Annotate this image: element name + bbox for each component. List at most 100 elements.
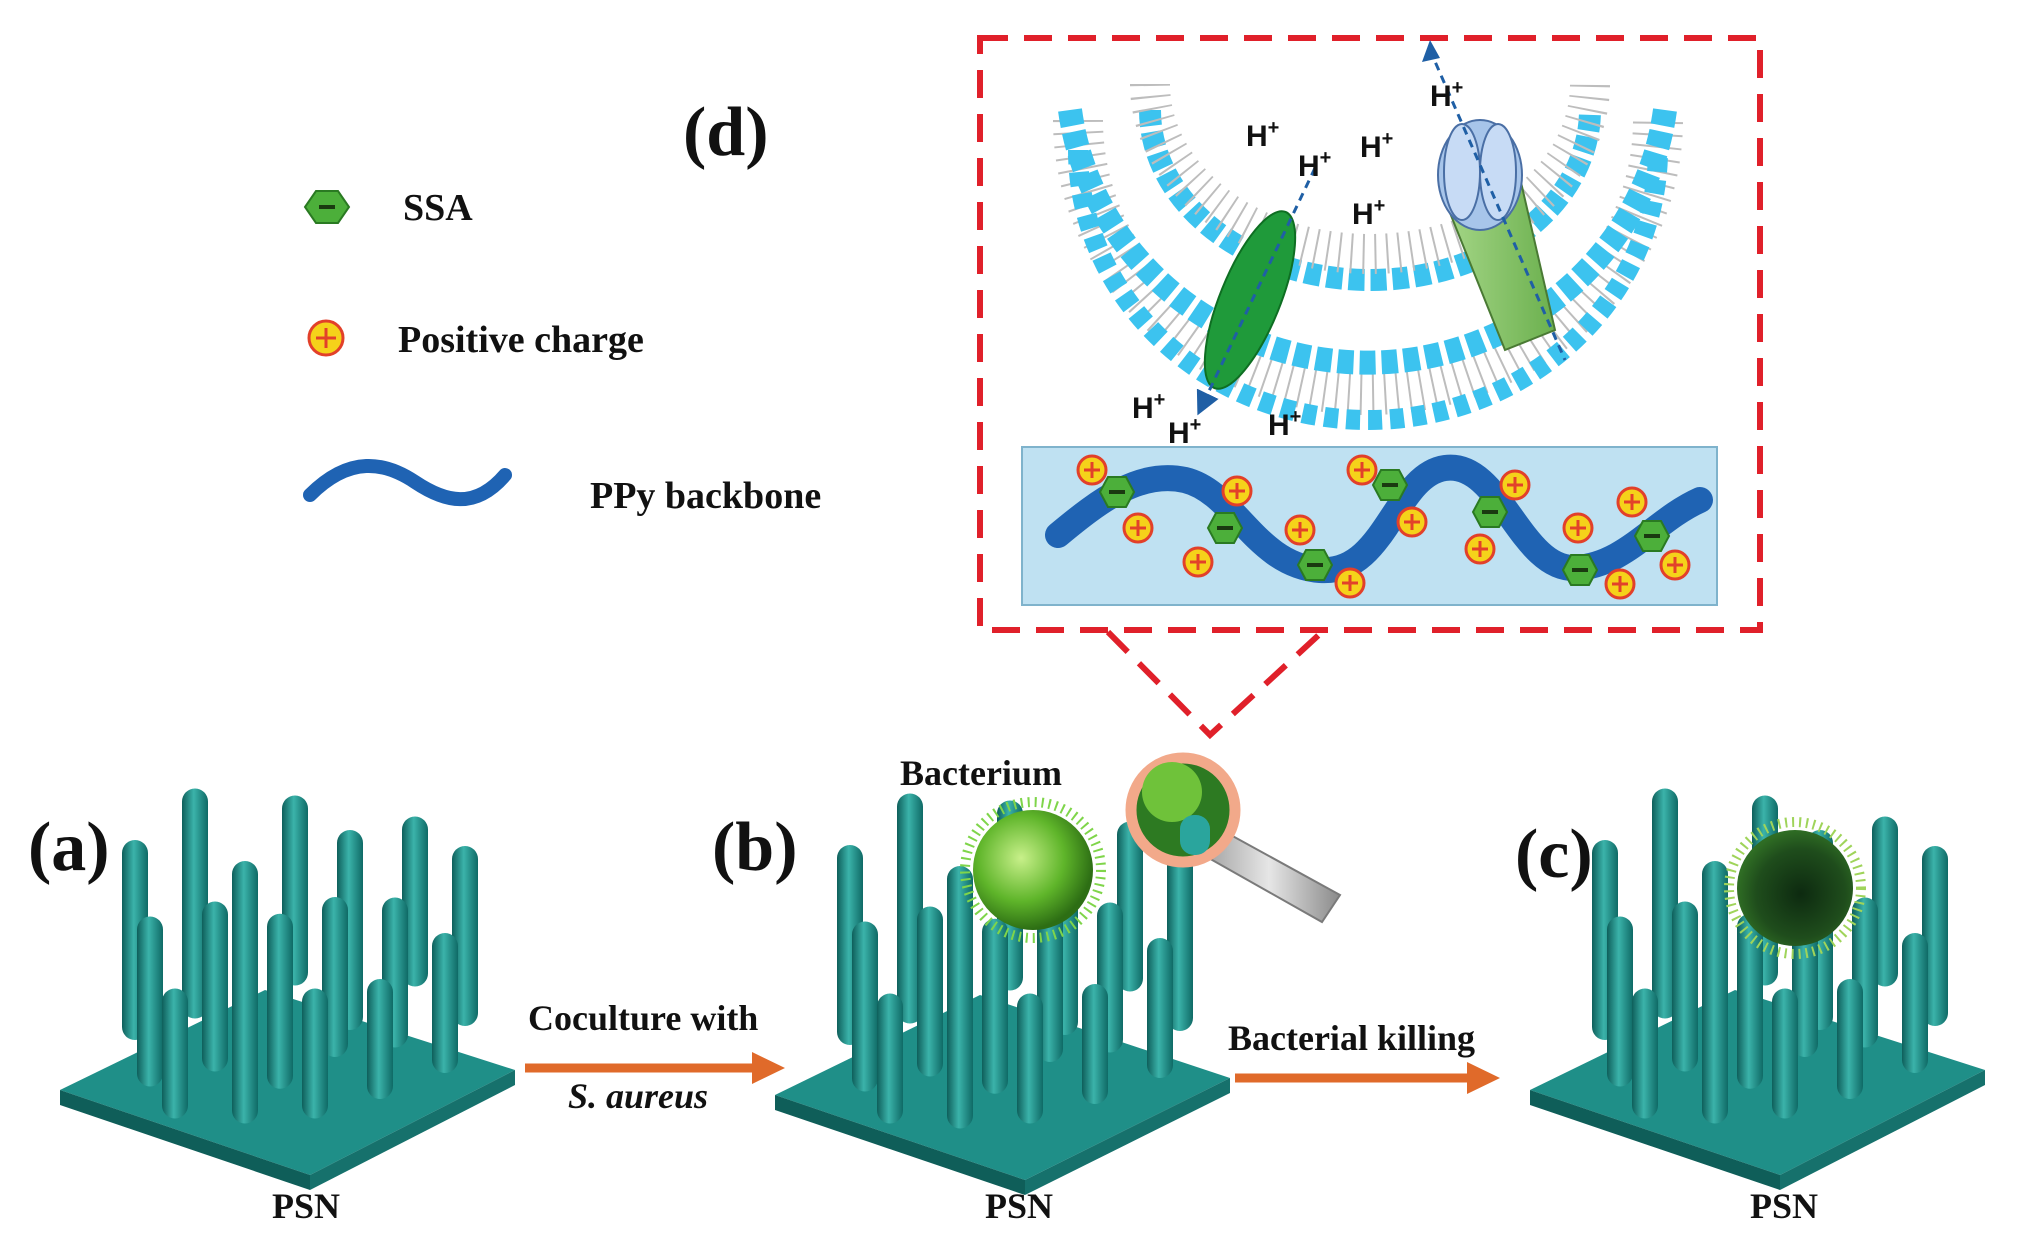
bacterial-killing-label: Bacterial killing xyxy=(1228,1018,1475,1058)
nanopillar xyxy=(1082,984,1108,1104)
nanopillar xyxy=(182,788,208,1019)
psn-substrate-c xyxy=(1530,788,1985,1190)
killing-arrow xyxy=(1235,1062,1500,1094)
ssa-icon xyxy=(1296,549,1334,581)
nanopillar xyxy=(1167,851,1193,1031)
s-aureus-label: S. aureus xyxy=(568,1076,708,1116)
nanopillar xyxy=(1652,788,1678,1019)
legend-ppy-backbone-label: PPy backbone xyxy=(590,475,821,517)
nanopillar xyxy=(1147,938,1173,1078)
nanopillar xyxy=(322,897,348,1057)
ssa-icon xyxy=(1561,554,1599,586)
psn-label-b: PSN xyxy=(985,1186,1053,1226)
ssa-icon xyxy=(1371,469,1409,501)
bacterium-icon xyxy=(960,797,1106,943)
nanopillars-c xyxy=(1592,788,1948,1124)
positive-charge-icon xyxy=(1284,514,1316,546)
panel-label-c: (c) xyxy=(1515,816,1593,893)
ppy-panel xyxy=(1021,446,1718,606)
psn-substrate-b xyxy=(775,793,1230,1195)
positive-charge-icon xyxy=(1499,469,1531,501)
ssa-icon xyxy=(303,190,351,224)
nanopillar xyxy=(917,906,943,1077)
proton-label: H+ xyxy=(1360,128,1393,164)
nanopillars-b xyxy=(837,793,1193,1129)
nanopillars-a xyxy=(122,788,478,1124)
positive-charge-icon xyxy=(1616,486,1648,518)
ppy-backbone-icon xyxy=(303,459,512,506)
nanopillar xyxy=(982,918,1008,1094)
nanopillar xyxy=(1037,902,1063,1062)
positive-charge-icon xyxy=(1659,549,1691,581)
nanopillar xyxy=(1737,913,1763,1089)
proton-label: H+ xyxy=(1132,389,1165,425)
membrane-protein-ellipse xyxy=(1203,210,1297,390)
positive-charge-icon xyxy=(1562,512,1594,544)
nanopillar xyxy=(452,846,478,1026)
coculture-arrow xyxy=(525,1052,785,1084)
proton-label: H+ xyxy=(1298,147,1331,183)
positive-charge-icon xyxy=(1182,546,1214,578)
dead-bacterium-icon xyxy=(1724,817,1866,959)
psn-label-c: PSN xyxy=(1750,1186,1818,1226)
nanopillar xyxy=(1672,901,1698,1072)
nanopillar xyxy=(877,993,903,1124)
proton-label: H+ xyxy=(1168,414,1201,450)
legend-positive-charge-label: Positive charge xyxy=(398,319,644,361)
panel-label-d: (d) xyxy=(683,94,769,171)
zoom-box: H+ H+ H+ H+ H+ H+ H+ H+ xyxy=(977,35,1763,740)
nanopillar xyxy=(1702,993,1728,1124)
nanopillar xyxy=(1607,916,1633,1087)
positive-charge-icon xyxy=(1464,533,1496,565)
ion-channel xyxy=(1422,40,1567,361)
nanopillar xyxy=(1837,979,1863,1099)
nanopillar xyxy=(1017,993,1043,1124)
panel-label-b: (b) xyxy=(712,809,798,886)
nanopillar xyxy=(202,901,228,1072)
ssa-dopants xyxy=(1098,469,1671,586)
coculture-label: Coculture with xyxy=(528,998,758,1038)
nanopillar xyxy=(1872,816,1898,987)
cell-membrane xyxy=(1053,83,1683,430)
nanopillar xyxy=(1922,846,1948,1026)
nanopillar xyxy=(367,979,393,1099)
legend: SSA Positive charge PPy backbone xyxy=(303,187,821,517)
nanopillar xyxy=(947,998,973,1129)
nanopillar xyxy=(232,993,258,1124)
ssa-icon xyxy=(1098,476,1136,508)
nanopillar xyxy=(1117,821,1143,992)
nanopillar xyxy=(432,933,458,1073)
ssa-icon xyxy=(1206,512,1244,544)
nanopillar xyxy=(1772,988,1798,1119)
positive-charge-icon xyxy=(1604,568,1636,600)
ssa-icon xyxy=(1633,520,1671,552)
proton-label: H+ xyxy=(1430,77,1463,113)
nanopillar xyxy=(162,988,188,1119)
nanopillar xyxy=(897,793,923,1024)
bacterium-label: Bacterium xyxy=(900,753,1062,793)
legend-ssa-label: SSA xyxy=(403,187,473,229)
positive-charge-icon xyxy=(1346,454,1378,486)
positive-charge-icon xyxy=(1396,506,1428,538)
nanopillar xyxy=(852,921,878,1092)
proton-label: H+ xyxy=(1268,406,1301,442)
panel-label-a: (a) xyxy=(28,809,110,886)
proton-label: H+ xyxy=(1246,117,1279,153)
positive-charge-icon xyxy=(1221,475,1253,507)
magnifier-icon xyxy=(1125,752,1342,924)
nanopillar xyxy=(267,913,293,1089)
proton-labels: H+ H+ H+ H+ H+ H+ H+ H+ xyxy=(1132,77,1463,450)
nanopillar xyxy=(402,816,428,987)
positive-charge-icon xyxy=(1122,512,1154,544)
nanopillar xyxy=(302,988,328,1119)
proton-label: H+ xyxy=(1352,195,1385,231)
positive-charge-icon xyxy=(1076,454,1108,486)
nanopillar xyxy=(1902,933,1928,1073)
psn-substrate-a xyxy=(60,788,515,1190)
positive-charges xyxy=(1076,454,1691,600)
psn-label-a: PSN xyxy=(272,1186,340,1226)
ssa-icon xyxy=(1471,496,1509,528)
nanopillar xyxy=(1632,988,1658,1119)
positive-charge-icon xyxy=(1334,567,1366,599)
